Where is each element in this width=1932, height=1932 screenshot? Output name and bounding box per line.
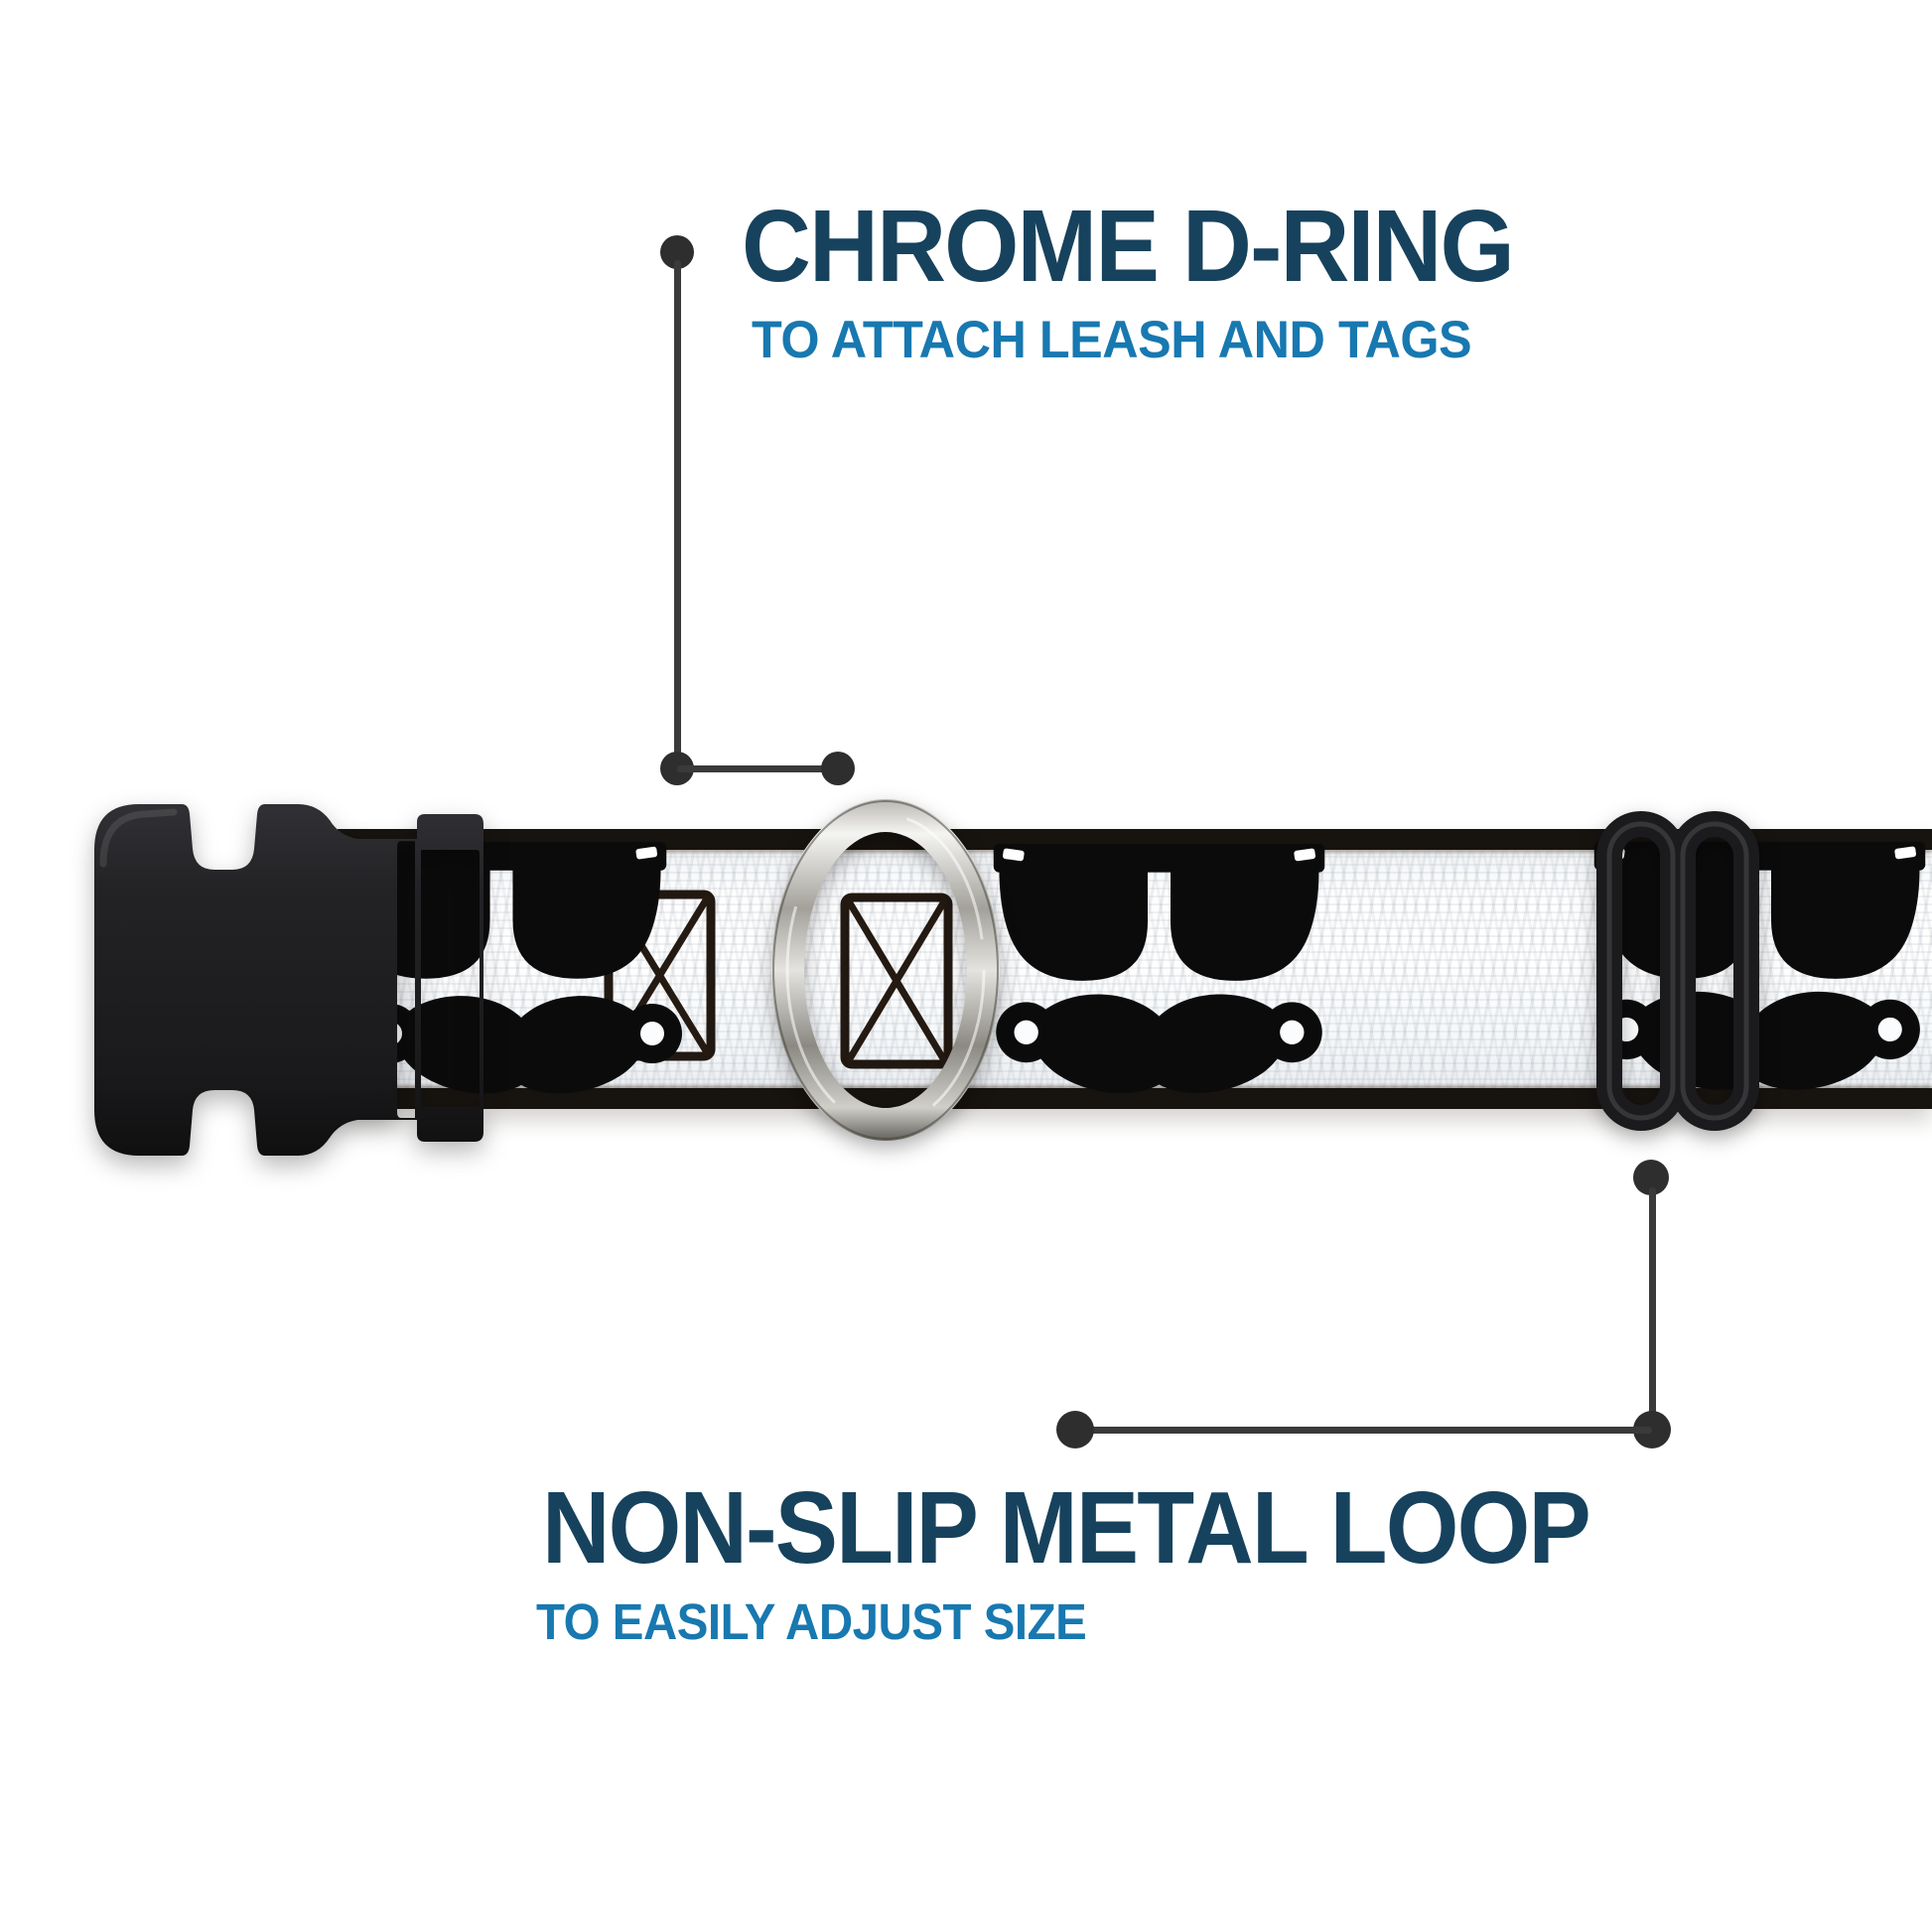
loop-callout-subtitle: TO EASILY ADJUST SIZE bbox=[536, 1593, 1087, 1650]
loop-callout-title: NON-SLIP METAL LOOP bbox=[542, 1470, 1591, 1585]
callout-line-vertical bbox=[674, 260, 681, 768]
callout-line-horizontal bbox=[677, 765, 838, 772]
chrome-d-ring bbox=[771, 799, 1001, 1141]
side-release-buckle bbox=[94, 804, 483, 1156]
crossed-square-icon bbox=[840, 893, 953, 1069]
strap-top-edge bbox=[338, 829, 1932, 850]
tri-glide-slider bbox=[1596, 811, 1759, 1131]
dring-callout-title: CHROME D-RING bbox=[742, 189, 1515, 303]
callout-line-vertical bbox=[1649, 1187, 1656, 1432]
callout-line-horizontal bbox=[1075, 1427, 1652, 1434]
callout-dot bbox=[1056, 1411, 1094, 1449]
dring-callout-subtitle: TO ATTACH LEASH AND TAGS bbox=[752, 311, 1472, 369]
sunglasses-icon bbox=[993, 843, 1325, 981]
mustache-icon bbox=[996, 994, 1322, 1094]
strap-bottom-edge bbox=[338, 1088, 1932, 1109]
callout-dot bbox=[821, 752, 855, 785]
